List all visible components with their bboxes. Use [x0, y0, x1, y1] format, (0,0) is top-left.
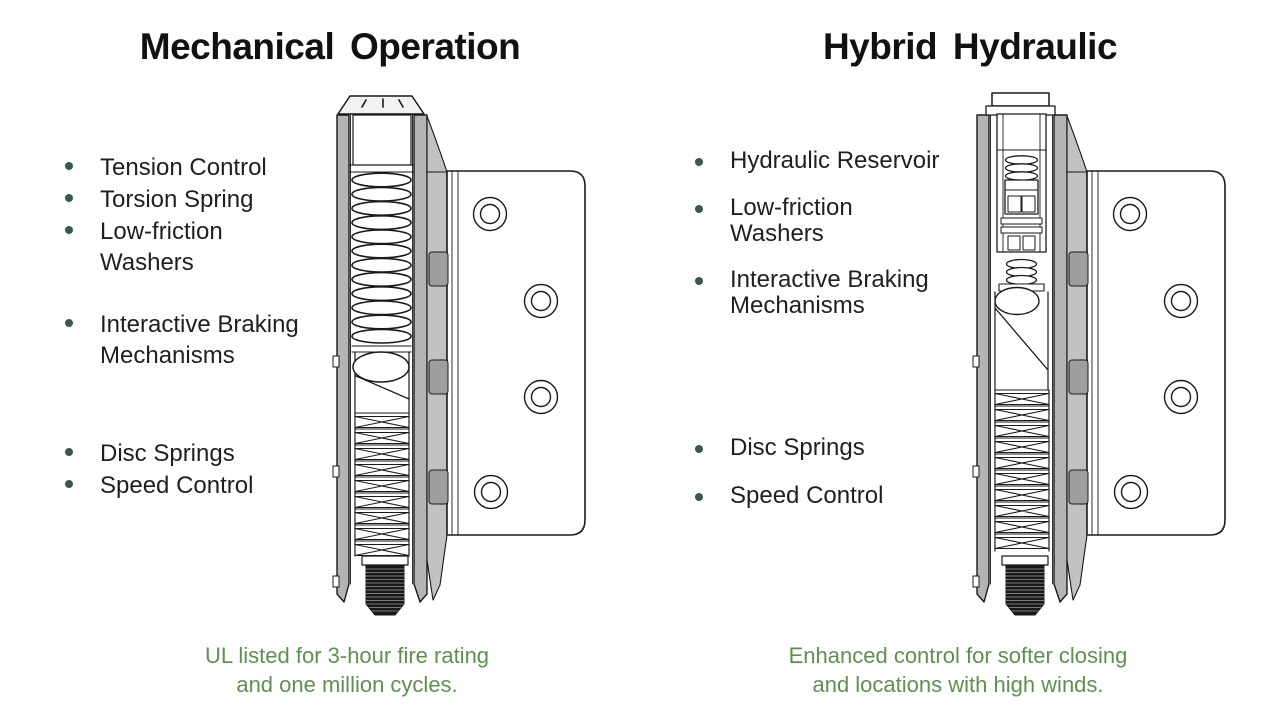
- bullet-label: Interactive Braking: [730, 266, 929, 293]
- bullet-torsion-spring: Torsion Spring: [65, 184, 253, 215]
- bullet-dot: [695, 445, 703, 453]
- bullet-dot: [695, 205, 703, 213]
- hydraulic-hinge-diagram: [972, 92, 1226, 615]
- hinge-plate: [428, 170, 586, 536]
- hydraulic-reservoir: [996, 113, 1047, 253]
- bullet-hydraulic-reservoir: Hydraulic Reservoir: [695, 148, 939, 174]
- bullet-interactive-braking: Interactive Braking Mechanisms: [65, 309, 299, 371]
- bullet-label: Washers: [100, 249, 194, 276]
- bullet-speed-control: Speed Control: [65, 470, 253, 501]
- bullet-label: Tension Control: [100, 154, 267, 181]
- bullet-label: Mechanisms: [100, 342, 235, 369]
- bullet-disc-springs: Disc Springs: [695, 435, 865, 461]
- bullet-dot: [65, 162, 73, 170]
- disc-springs: [354, 412, 410, 557]
- bullet-speed-control: Speed Control: [695, 483, 883, 509]
- bullet-label: Speed Control: [730, 482, 884, 509]
- bullet-dot: [65, 480, 73, 488]
- threaded-stud: [362, 556, 408, 615]
- bullet-dot: [65, 319, 73, 327]
- bullet-low-friction-washers: Low-friction Washers: [695, 195, 853, 247]
- panel-title-hybrid: Hybrid Hydraulic: [822, 26, 1118, 67]
- bullet-interactive-braking: Interactive Braking Mechanisms: [695, 267, 929, 319]
- bullet-label: Speed Control: [100, 472, 254, 499]
- bullet-label: Washers: [730, 220, 824, 247]
- caption-line: Enhanced control for softer closing: [788, 643, 1128, 668]
- bullet-dot: [695, 493, 703, 501]
- bullet-label: Hydraulic Reservoir: [730, 147, 940, 174]
- mechanical-hinge-diagram: [332, 95, 586, 615]
- torsion-spring: [351, 172, 412, 344]
- bullet-dot: [65, 448, 73, 456]
- bullet-dot: [695, 158, 703, 166]
- bullet-label: Disc Springs: [730, 434, 865, 461]
- braking-cam: [994, 286, 1049, 391]
- hydraulic-cap: [985, 92, 1056, 116]
- tension-cap: [337, 95, 425, 173]
- bullet-label: Mechanisms: [730, 292, 865, 319]
- braking-cam: [352, 351, 410, 414]
- bullet-tension-control: Tension Control: [65, 152, 267, 183]
- disc-springs: [994, 389, 1050, 552]
- caption-line: UL listed for 3-hour fire rating: [204, 643, 490, 668]
- caption-line: and locations with high winds.: [812, 672, 1104, 697]
- caption-hybrid: Enhanced control for softer closing and …: [738, 641, 1178, 699]
- threaded-stud: [1002, 556, 1048, 615]
- bullet-disc-springs: Disc Springs: [65, 438, 235, 469]
- bullet-label: Disc Springs: [100, 440, 235, 467]
- caption-mechanical: UL listed for 3-hour fire rating and one…: [130, 641, 564, 699]
- bullet-label: Low-friction: [100, 218, 223, 245]
- hinge-plate: [1068, 170, 1226, 536]
- bullet-low-friction-washers: Low-friction Washers: [65, 216, 223, 278]
- bullet-dot: [695, 277, 703, 285]
- return-spring: [1005, 258, 1038, 286]
- bullet-label: Interactive Braking: [100, 311, 299, 338]
- caption-line: and one million cycles.: [236, 672, 458, 697]
- bullet-label: Low-friction: [730, 194, 853, 221]
- panel-title-mechanical: Mechanical Operation: [139, 26, 521, 67]
- bullet-label: Torsion Spring: [100, 186, 254, 213]
- bullet-dot: [65, 226, 73, 234]
- bullet-dot: [65, 194, 73, 202]
